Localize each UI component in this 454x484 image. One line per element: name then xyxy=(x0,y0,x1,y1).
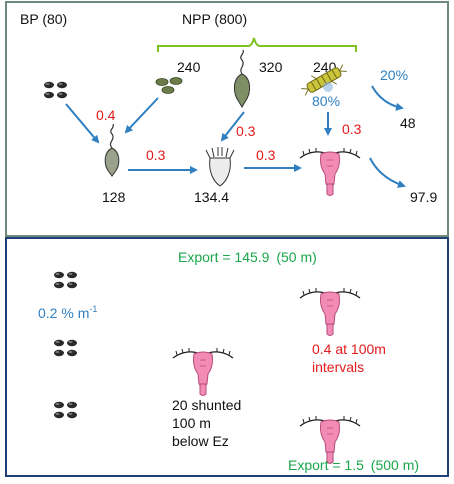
fraction-interval-line-2: intervals xyxy=(312,359,364,375)
transfer-fraction-4: 0.3 xyxy=(342,121,362,137)
fraction-interval-line-1: 0.4 at 100m xyxy=(312,341,386,357)
npp-label: NPP (800) xyxy=(182,11,247,27)
shunt-text-line-2: 100 m xyxy=(172,415,211,431)
bypass-value: 48 xyxy=(400,115,416,131)
arrow-nano-to-ciliate xyxy=(220,111,245,142)
npp-split-value-1: 240 xyxy=(177,59,201,75)
top-panel-frame xyxy=(5,1,449,237)
shunt-text-line-3: below Ez xyxy=(172,433,229,449)
arrow-mesozoo-loss xyxy=(369,157,406,188)
to-zooplankton-pct: 80% xyxy=(312,93,340,109)
copepod-icon xyxy=(299,147,361,197)
transfer-fraction-3: 0.3 xyxy=(256,147,276,163)
bacteria-cluster-icon xyxy=(54,402,77,418)
npp-split-value-2: 320 xyxy=(259,59,283,75)
bottom-panel-frame xyxy=(5,237,449,477)
bacteria-cluster-icon xyxy=(54,340,77,356)
bypass-pct: 20% xyxy=(380,67,408,83)
arrow-phyto-to-flagellate xyxy=(124,97,159,134)
arrow-bypass xyxy=(371,85,404,111)
attenuation-label: 0.2 % m-1 xyxy=(38,304,97,321)
transfer-fraction-1: 0.3 xyxy=(146,147,166,163)
bacteria-cluster-icon xyxy=(54,272,77,288)
shunt-text-line-1: 20 shunted xyxy=(172,397,241,413)
export-bottom-label: Export = 1.5 (500 m) xyxy=(288,457,419,473)
export-top-label: Export = 145.9 (50 m) xyxy=(178,249,317,265)
mesozoo-loss-value: 97.9 xyxy=(410,189,437,205)
phytoplankton-cluster-icon xyxy=(155,77,183,94)
arrow-bacteria-to-flagellate xyxy=(65,103,100,144)
bacteria-cluster-icon xyxy=(44,82,67,98)
flagellate-icon xyxy=(104,123,120,177)
ciliate-icon xyxy=(205,147,235,187)
copepod-icon xyxy=(299,287,361,337)
npp-bracket xyxy=(157,37,357,52)
diatom-chain-icon xyxy=(301,64,347,96)
bp-label: BP (80) xyxy=(20,11,67,27)
transfer-fraction-2: 0.3 xyxy=(236,123,256,139)
copepod-icon xyxy=(172,347,234,397)
flagellate-value: 128 xyxy=(102,189,126,205)
grazing-fraction-label: 0.4 xyxy=(96,107,116,123)
flagellate-icon xyxy=(234,49,250,108)
ciliate-value: 134.4 xyxy=(194,189,229,205)
